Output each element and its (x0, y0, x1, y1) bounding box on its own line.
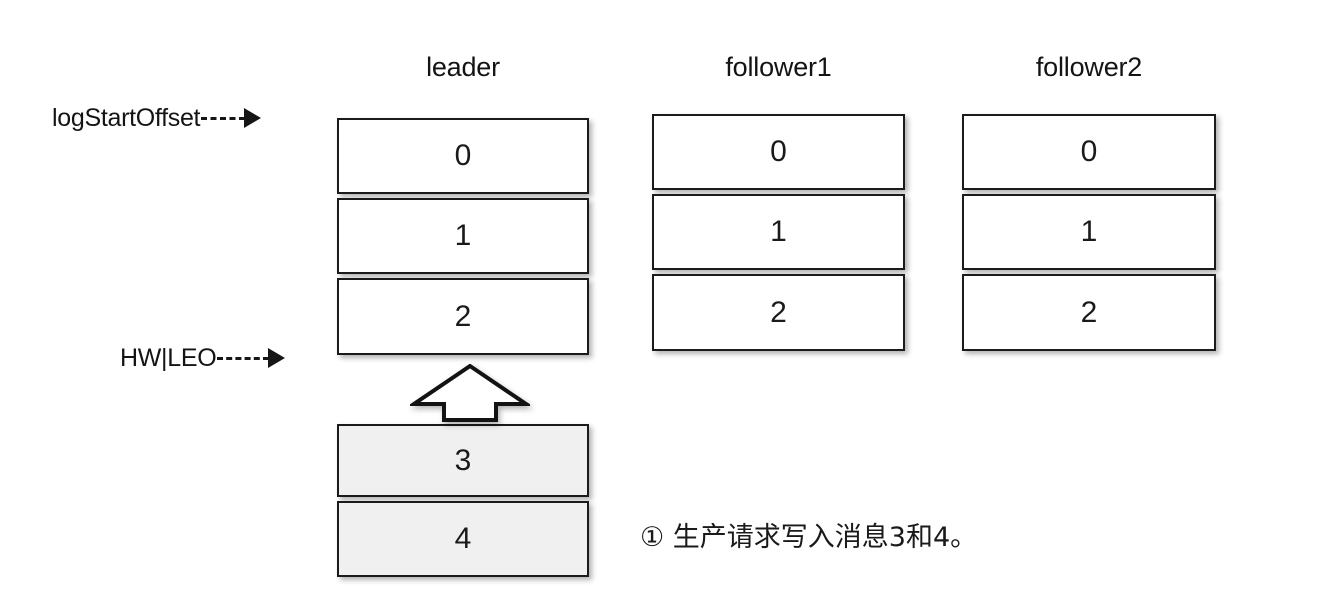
log-cell-value: 2 (770, 295, 787, 329)
log-cell-follower1-0: 0 (652, 114, 905, 190)
log-cell-value: 4 (454, 522, 472, 555)
arrowhead-icon (268, 348, 286, 368)
column-header-leader: leader (337, 52, 589, 83)
log-cell-value: 1 (1080, 215, 1098, 248)
log-cell-value: 2 (454, 299, 472, 333)
pointer-hw-leo: HW|LEO (120, 344, 286, 372)
log-cell-incoming-4: 4 (337, 501, 589, 577)
log-cell-leader-0: 0 (337, 118, 589, 194)
pointer-log-start-offset: logStartOffset (52, 104, 262, 132)
column-header-follower1: follower1 (652, 52, 905, 83)
log-cell-follower1-2: 2 (652, 274, 905, 351)
log-cell-value: 2 (1080, 295, 1098, 329)
log-cell-value: 1 (454, 219, 472, 252)
column-header-follower2-label: follower2 (1035, 52, 1143, 82)
up-block-arrow-icon (407, 363, 533, 422)
log-cell-leader-2: 2 (337, 278, 589, 355)
log-column-follower1: 0 1 2 (652, 114, 905, 351)
log-cell-leader-1: 1 (337, 198, 589, 274)
log-cell-value: 0 (770, 135, 787, 168)
column-header-leader-label: leader (426, 52, 500, 82)
log-cell-value: 1 (770, 215, 787, 248)
log-cell-follower2-1: 1 (962, 194, 1216, 270)
arrowhead-icon (244, 108, 262, 128)
log-cell-value: 0 (454, 139, 472, 172)
caption-text: ① 生产请求写入消息3和4。 (640, 522, 978, 553)
pointer-hw-leo-label: HW|LEO (120, 344, 217, 372)
log-cell-incoming-3: 3 (337, 424, 589, 497)
column-header-follower1-label: follower1 (725, 52, 832, 82)
log-cell-value: 3 (454, 443, 472, 477)
caption-step-1: ① 生产请求写入消息3和4。 (640, 515, 977, 554)
log-column-leader: 0 1 2 (337, 118, 589, 355)
column-header-follower2: follower2 (962, 52, 1216, 83)
log-column-incoming-messages: 3 4 (337, 424, 589, 577)
log-cell-value: 0 (1080, 135, 1098, 168)
log-cell-follower2-0: 0 (962, 114, 1216, 190)
log-cell-follower2-2: 2 (962, 274, 1216, 351)
log-column-follower2: 0 1 2 (962, 114, 1216, 351)
log-cell-follower1-1: 1 (652, 194, 905, 270)
pointer-log-start-offset-label: logStartOffset (52, 104, 201, 132)
dashed-line-icon (217, 356, 270, 360)
dashed-line-icon (201, 116, 246, 120)
